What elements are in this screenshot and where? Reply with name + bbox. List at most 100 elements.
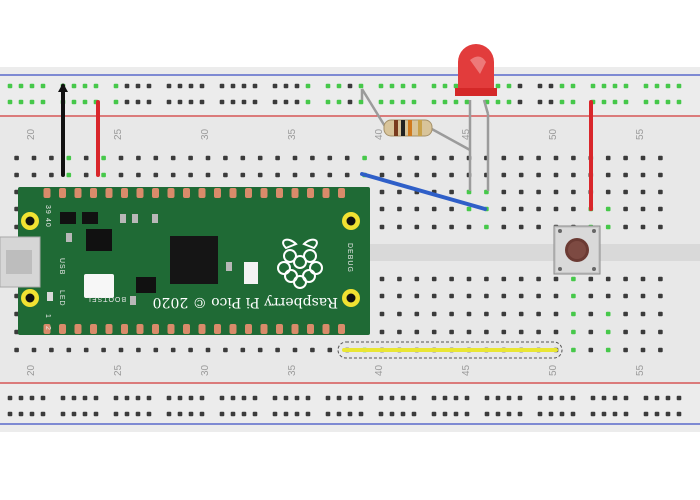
breadboard-hole <box>640 189 646 195</box>
breadboard-hole <box>431 411 437 417</box>
breadboard-hole-active <box>113 99 119 105</box>
breadboard-hole <box>397 172 402 178</box>
breadboard-hole <box>283 99 289 105</box>
breadboard-hole <box>449 189 454 195</box>
column-number: 30 <box>200 364 211 376</box>
breadboard-hole <box>14 224 19 230</box>
breadboard-hole <box>240 172 246 178</box>
breadboard-hole <box>166 395 172 401</box>
breadboard-hole <box>177 395 183 401</box>
breadboard-hole <box>240 155 246 161</box>
pico-pin <box>214 324 221 334</box>
resistor-lead <box>360 88 388 129</box>
pico-pin <box>90 188 97 198</box>
breadboard-hole <box>590 395 596 401</box>
breadboard-hole <box>14 329 19 335</box>
breadboard-hole-active <box>400 83 406 89</box>
breadboard-hole <box>379 155 385 161</box>
breadboard-hole <box>518 293 524 299</box>
breadboard-hole-active <box>113 83 119 89</box>
breadboard-hole <box>570 395 576 401</box>
breadboard-hole <box>124 395 130 401</box>
breadboard-hole <box>219 395 225 401</box>
breadboard-hole <box>466 224 472 230</box>
pico-pin <box>105 324 113 334</box>
breadboard-hole-active <box>305 83 311 89</box>
raspberry-pi-pico: USB LED BOOTSEL DEBUG 39 40 1 2 Raspberr… <box>0 187 370 335</box>
breadboard-hole <box>518 155 524 161</box>
breadboard-hole <box>219 99 225 105</box>
breadboard-hole <box>136 172 141 178</box>
breadboard-hole <box>153 172 159 178</box>
breadboard-hole <box>518 172 524 178</box>
wires <box>58 83 593 359</box>
breadboard-hole <box>397 311 402 317</box>
breadboard-hole <box>536 189 541 195</box>
breadboard-hole <box>252 99 258 105</box>
breadboard-hole <box>66 347 72 353</box>
breadboard-hole <box>414 206 420 212</box>
breadboard-hole <box>518 276 524 282</box>
resistor-band <box>418 120 422 136</box>
breadboard-hole <box>400 411 406 417</box>
breadboard-hole <box>310 155 315 161</box>
resistor-band <box>401 120 405 136</box>
pico-pin <box>322 324 330 334</box>
breadboard-hole <box>571 206 576 212</box>
breadboard-hole-active <box>18 83 24 89</box>
breadboard-hole <box>605 293 611 299</box>
breadboard-hole <box>252 395 258 401</box>
breadboard-hole <box>658 206 663 212</box>
breadboard-hole <box>453 411 459 417</box>
breadboard-hole <box>518 206 524 212</box>
breadboard-hole <box>124 83 130 89</box>
breadboard-hole <box>506 411 512 417</box>
breadboard-hole <box>553 276 559 282</box>
breadboard-hole <box>517 411 523 417</box>
breadboard-hole <box>431 224 437 230</box>
breadboard-hole <box>571 172 576 178</box>
breadboard-hole-active <box>389 83 395 89</box>
breadboard-hole-active <box>612 83 618 89</box>
breadboard-hole <box>113 411 119 417</box>
breadboard-hole <box>665 411 671 417</box>
column-number: 30 <box>200 128 211 140</box>
breadboard-hole <box>605 189 611 195</box>
breadboard-hole <box>501 189 507 195</box>
breadboard-hole <box>257 155 263 161</box>
breadboard-hole <box>199 395 205 401</box>
pico-pin <box>43 324 51 334</box>
breadboard-hole <box>18 395 24 401</box>
breadboard-hole <box>113 395 119 401</box>
breadboard-hole <box>188 172 193 178</box>
breadboard-hole <box>414 311 420 317</box>
breadboard-hole <box>431 293 437 299</box>
pico-pin <box>291 324 299 334</box>
breadboard-hole <box>605 276 611 282</box>
breadboard-hole <box>241 83 247 89</box>
breadboard-hole <box>588 347 594 353</box>
breadboard-hole <box>501 206 507 212</box>
breadboard-hole <box>658 155 663 161</box>
breadboard-hole-active <box>643 83 649 89</box>
raspberry-logo-icon <box>277 238 323 289</box>
breadboard-hole <box>640 206 646 212</box>
breadboard-hole <box>14 172 19 178</box>
breadboard-hole <box>379 206 385 212</box>
breadboard-hole <box>223 172 228 178</box>
column-number: 40 <box>374 364 385 376</box>
breadboard-hole <box>294 99 300 105</box>
breadboard-hole-active <box>325 83 331 89</box>
breadboard-hole-active <box>431 83 437 89</box>
pico-pin <box>90 324 97 334</box>
breadboard-hole <box>442 395 448 401</box>
pico-pin <box>136 188 144 198</box>
breadboard-hole <box>230 395 236 401</box>
pico-pin <box>198 324 206 334</box>
breadboard-hole <box>31 155 37 161</box>
pin-1-label: 1 <box>44 314 51 319</box>
breadboard-hole <box>135 411 141 417</box>
breadboard-hole <box>305 395 311 401</box>
breadboard-hole <box>484 395 490 401</box>
